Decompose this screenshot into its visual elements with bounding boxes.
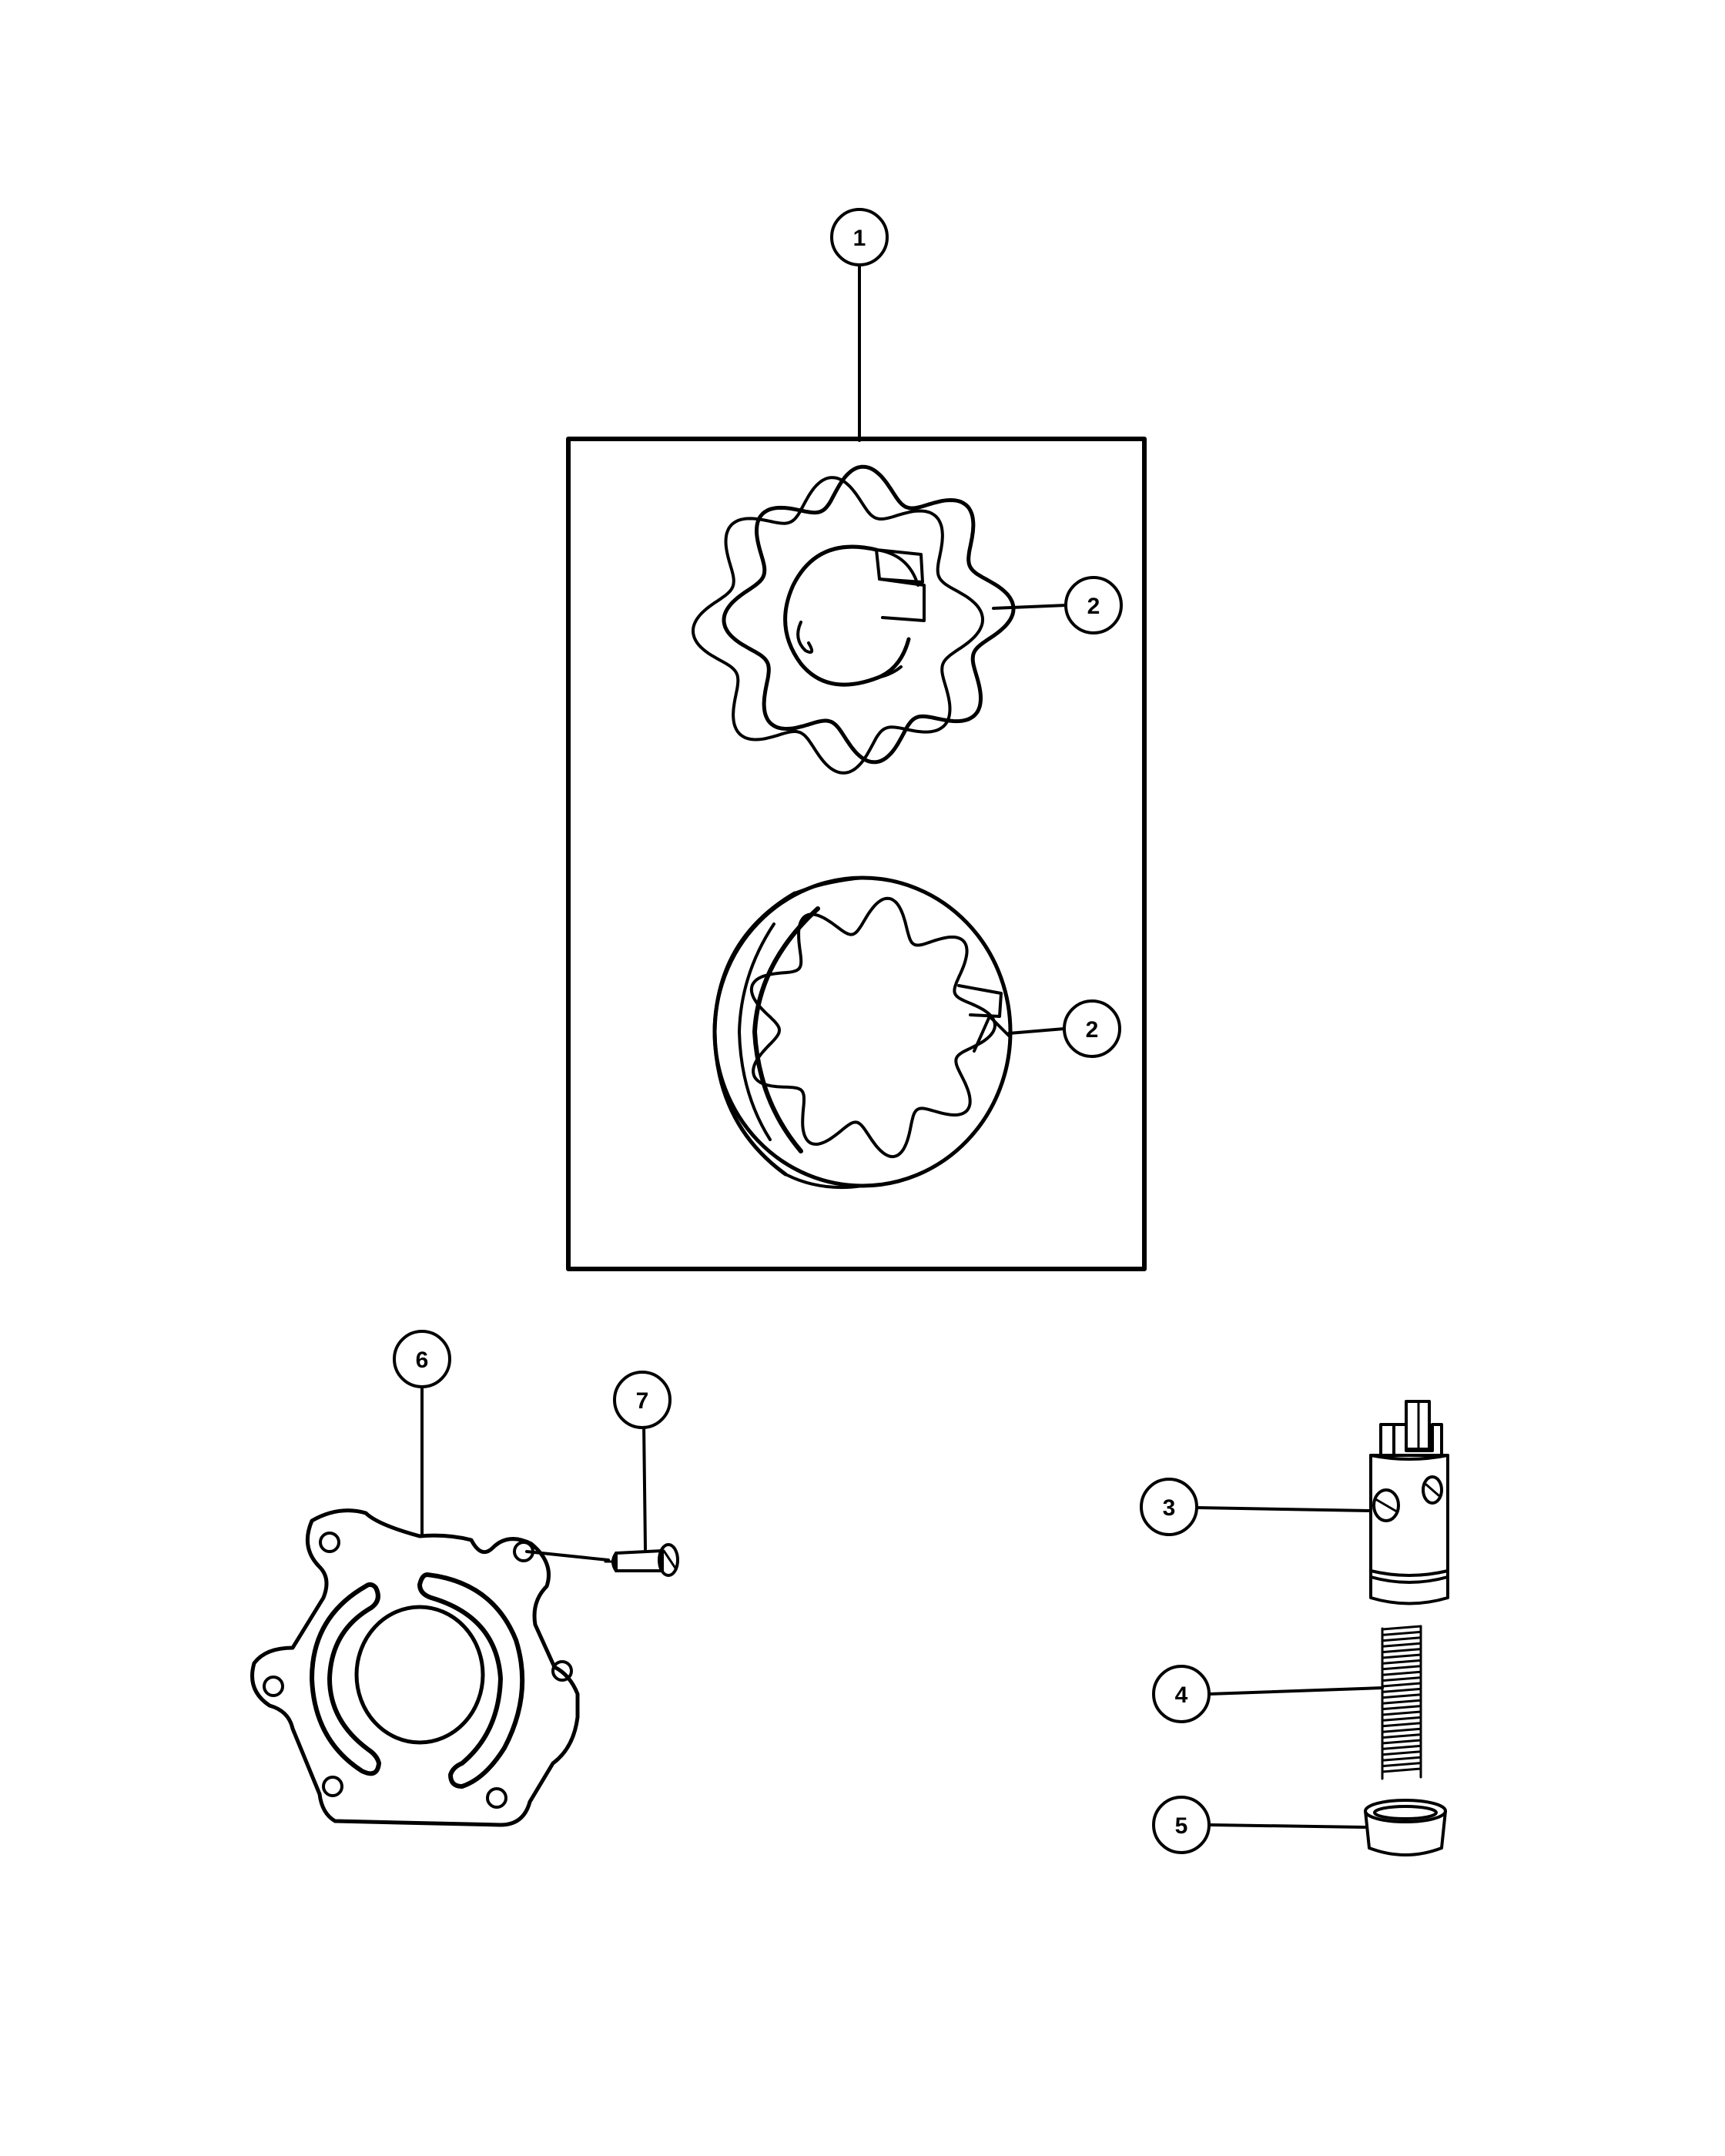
callout-5: 5 (1152, 1796, 1211, 1854)
leader-line-7b (525, 1550, 610, 1562)
leader-line-4 (1208, 1686, 1384, 1696)
relief-valve-icon (1369, 1400, 1449, 1605)
callout-4: 4 (1152, 1665, 1211, 1723)
leader-lines (420, 260, 1384, 1829)
callout-2b: 2 (1063, 999, 1121, 1058)
retainer-cap-icon (1364, 1799, 1447, 1856)
callout-2b-label: 2 (1086, 1017, 1099, 1043)
callout-2a-label: 2 (1087, 594, 1100, 619)
rotor-kit-box (566, 437, 1147, 1271)
callout-1: 1 (830, 208, 889, 266)
coil-spring-icon (1381, 1625, 1422, 1780)
callout-4-label: 4 (1175, 1682, 1188, 1708)
pump-cover-gasket-icon (250, 1508, 580, 1827)
callout-5-label: 5 (1175, 1813, 1188, 1839)
outer-rotor-ring-icon (712, 875, 1013, 1190)
leader-line-5 (1209, 1823, 1366, 1829)
callout-7-label: 7 (636, 1388, 649, 1414)
callout-6: 6 (393, 1330, 451, 1388)
callout-6-label: 6 (416, 1348, 429, 1373)
callout-2a: 2 (1064, 576, 1123, 634)
callout-7: 7 (613, 1371, 672, 1429)
callout-3-label: 3 (1163, 1495, 1176, 1521)
inner-rotor-gear-icon (692, 464, 1016, 775)
leader-line-2a (992, 604, 1068, 610)
callout-3: 3 (1140, 1478, 1198, 1536)
leader-line-7 (642, 1421, 647, 1551)
callout-1-label: 1 (853, 226, 866, 251)
leader-line-3 (1196, 1506, 1372, 1512)
leader-line-2b (1007, 1027, 1066, 1035)
screw-icon (604, 1543, 679, 1577)
